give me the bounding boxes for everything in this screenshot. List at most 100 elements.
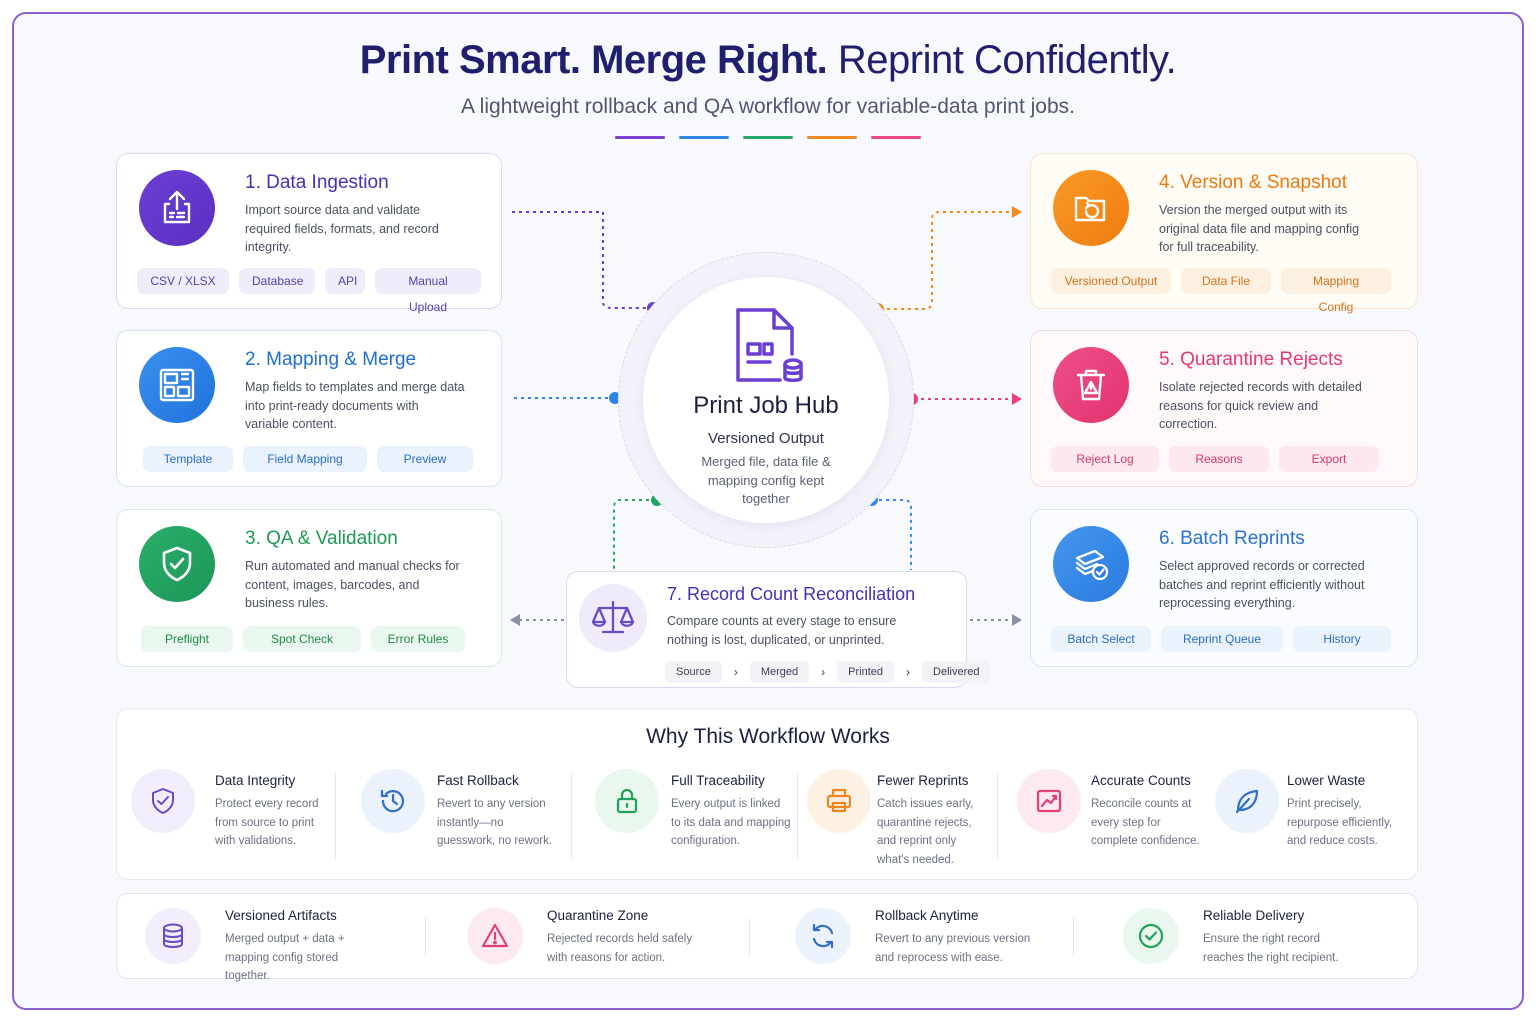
why-item-desc: Print precisely, repurpose efficiently, …: [1287, 798, 1393, 847]
divider: [571, 773, 572, 859]
flow-step-delivered: Delivered: [922, 661, 991, 683]
why-title: Why This Workflow Works: [646, 725, 890, 748]
tag-spot-check[interactable]: Spot Check: [243, 626, 361, 652]
card-title: 1. Data Ingestion: [245, 172, 389, 193]
tag-versioned-output[interactable]: Versioned Output: [1051, 268, 1171, 294]
flow-step-source: Source: [665, 661, 722, 683]
step-card-mapping-merge[interactable]: 2. Mapping & Merge Map fields to templat…: [116, 330, 502, 487]
feature-desc: Merged output + data + mapping config st…: [225, 933, 345, 982]
card-title: 3. QA & Validation: [245, 528, 398, 549]
upload-icon: [139, 170, 215, 246]
tag-list: Template Field Mapping Preview: [143, 446, 473, 472]
card-description: Version the merged output with its origi…: [1159, 203, 1360, 254]
stack-check-icon: [1053, 526, 1129, 602]
card-description: Isolate rejected records with detailed r…: [1159, 380, 1362, 431]
card-description: Compare counts at every stage to ensure …: [667, 614, 897, 647]
why-item-desc: Reconcile counts at every step for compl…: [1091, 798, 1200, 847]
step-card-batch-reprints[interactable]: 6. Batch Reprints Select approved record…: [1030, 509, 1418, 667]
feature-title: Rollback Anytime: [875, 908, 979, 923]
divider: [335, 773, 336, 859]
count-flow: Source › Merged › Printed › Delivered: [665, 661, 991, 683]
divider: [1073, 918, 1074, 956]
trash-warning-icon: [1053, 347, 1129, 423]
tag-preflight[interactable]: Preflight: [141, 626, 233, 652]
tag-batch-select[interactable]: Batch Select: [1051, 626, 1151, 652]
tag-database[interactable]: Database: [239, 268, 315, 294]
why-item-desc: Every output is linked to its data and m…: [671, 798, 791, 847]
accent-bar: [679, 136, 729, 139]
why-item-desc: Catch issues early, quarantine rejects, …: [877, 798, 974, 866]
step-card-version-snapshot[interactable]: 4. Version & Snapshot Version the merged…: [1030, 153, 1418, 314]
why-item-desc: Revert to any version instantly—no guess…: [437, 798, 553, 847]
folder-restore-icon: [1053, 170, 1129, 246]
accent-bars: [615, 136, 921, 139]
feature-desc: Revert to any previous version and repro…: [875, 933, 1031, 964]
feature-desc: Rejected records held safely with reason…: [547, 933, 693, 964]
tag-manual-upload[interactable]: Manual Upload: [375, 268, 481, 314]
tag-export[interactable]: Export: [1279, 446, 1379, 472]
printer-icon: [807, 769, 871, 833]
tag-csv-xlsx[interactable]: CSV / XLSX: [137, 268, 229, 294]
why-section: Why This Workflow Works Data Integrity P…: [116, 708, 1418, 880]
lock-icon: [595, 769, 659, 833]
divider: [797, 773, 798, 859]
tag-api[interactable]: API: [325, 268, 365, 294]
tag-error-rules[interactable]: Error Rules: [371, 626, 465, 652]
print-job-hub[interactable]: [643, 277, 889, 523]
flow-step-printed: Printed: [837, 661, 895, 683]
tag-preview[interactable]: Preview: [377, 446, 473, 472]
why-item-title: Data Integrity: [215, 773, 296, 788]
page-title: Print Smart. Merge Right. Reprint Confid…: [359, 38, 1177, 82]
card-title: 2. Mapping & Merge: [245, 349, 417, 370]
why-item-title: Fewer Reprints: [877, 773, 969, 788]
why-item-title: Lower Waste: [1287, 773, 1366, 788]
tag-reject-log[interactable]: Reject Log: [1051, 446, 1159, 472]
tag-list: Preflight Spot Check Error Rules: [141, 626, 465, 652]
card-description: Map fields to templates and merge data i…: [245, 380, 465, 431]
tag-list: Reject Log Reasons Export: [1051, 446, 1379, 472]
leaf-icon: [1215, 769, 1279, 833]
divider: [425, 918, 426, 956]
accent-bar: [615, 136, 665, 139]
hub-description: Merged file, data file & mapping config …: [701, 454, 831, 506]
tag-list: CSV / XLSX Database API Manual Upload: [137, 268, 481, 314]
accent-bar: [871, 136, 921, 139]
refresh-icon: [795, 908, 851, 964]
tag-mapping-config[interactable]: Mapping Config: [1281, 268, 1391, 314]
hub-subtitle: Versioned Output: [708, 430, 824, 447]
card-description: Select approved records or corrected bat…: [1159, 559, 1365, 610]
hub-title: Print Job Hub: [693, 392, 839, 419]
step-card-qa-validation[interactable]: 3. QA & Validation Run automated and man…: [116, 509, 502, 667]
layout-icon: [139, 347, 215, 423]
card-description: Import source data and validate required…: [245, 203, 439, 254]
why-item-title: Fast Rollback: [437, 773, 519, 788]
flow-step-merged: Merged: [749, 661, 810, 683]
why-item-title: Accurate Counts: [1091, 773, 1191, 788]
chart-icon: [1017, 769, 1081, 833]
shield-check-icon: [131, 769, 195, 833]
accent-bar: [743, 136, 793, 139]
step-card-data-ingestion[interactable]: 1. Data Ingestion Import source data and…: [116, 153, 502, 314]
card-title: 4. Version & Snapshot: [1159, 172, 1348, 193]
chevron-right-icon: ›: [821, 665, 826, 679]
why-item-title: Full Traceability: [671, 773, 765, 788]
step-card-quarantine-rejects[interactable]: 5. Quarantine Rejects Isolate rejected r…: [1030, 330, 1418, 487]
feature-strip: Versioned Artifacts Merged output + data…: [116, 893, 1418, 982]
check-circle-icon: [1123, 908, 1179, 964]
divider: [749, 918, 750, 956]
scale-icon: [579, 584, 647, 652]
tag-data-file[interactable]: Data File: [1181, 268, 1271, 294]
tag-reasons[interactable]: Reasons: [1169, 446, 1269, 472]
tag-history[interactable]: History: [1293, 626, 1391, 652]
card-title: 7. Record Count Reconciliation: [667, 584, 916, 604]
card-title: 6. Batch Reprints: [1159, 528, 1305, 549]
chevron-right-icon: ›: [733, 665, 738, 679]
tag-list: Batch Select Reprint Queue History: [1051, 626, 1391, 652]
feature-title: Reliable Delivery: [1203, 908, 1305, 923]
why-item-desc: Protect every record from source to prin…: [215, 798, 319, 847]
tag-reprint-queue[interactable]: Reprint Queue: [1161, 626, 1283, 652]
step-card-record-count-reconciliation[interactable]: 7. Record Count Reconciliation Compare c…: [566, 571, 991, 688]
tag-template[interactable]: Template: [143, 446, 233, 472]
feature-desc: Ensure the right record reaches the righ…: [1203, 933, 1339, 964]
tag-field-mapping[interactable]: Field Mapping: [243, 446, 367, 472]
